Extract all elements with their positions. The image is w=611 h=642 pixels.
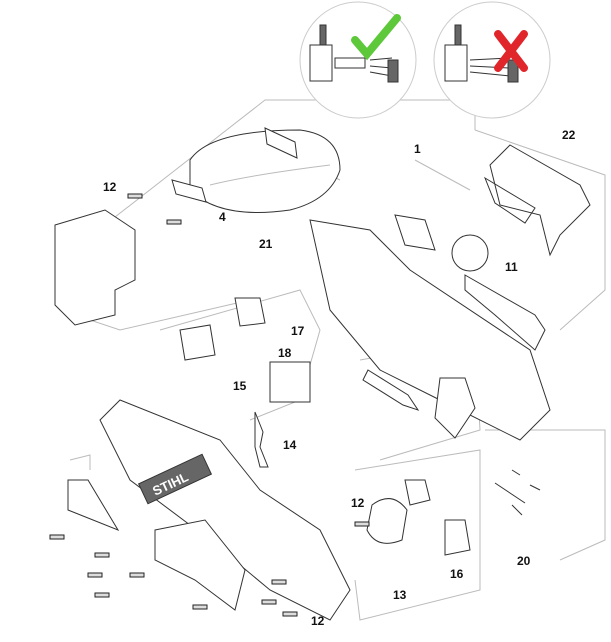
part-cover-21 — [189, 129, 341, 213]
label-16: 16 — [450, 567, 464, 581]
label-12-bottom: 12 — [311, 614, 325, 628]
label-4: 4 — [219, 210, 226, 224]
part-seal-top — [264, 127, 298, 159]
part-main-housing-1 — [309, 219, 551, 441]
part-seal-4 — [171, 179, 207, 203]
part-cover-22 — [483, 144, 591, 257]
part-bracket-15 — [179, 297, 266, 361]
label-21: 21 — [259, 237, 273, 251]
part-switch-18 — [269, 361, 311, 403]
part-cover-right-lower — [464, 274, 546, 351]
part-seal-right — [394, 214, 436, 251]
part-lower-cover — [154, 519, 246, 611]
part-spring-14 — [254, 411, 269, 468]
label-17: 17 — [291, 324, 305, 338]
label-15: 15 — [233, 379, 247, 393]
part-switch-16 — [444, 519, 471, 556]
part-disc-11 — [451, 234, 489, 272]
brand-badge — [137, 453, 213, 505]
part-housing-clip — [434, 377, 476, 439]
label-13: 13 — [393, 588, 407, 602]
label-20: 20 — [517, 554, 531, 568]
part-seal-lower-left — [67, 479, 120, 532]
correct-assembly-image — [299, 1, 417, 119]
checkmark-icon — [351, 14, 401, 61]
screws — [49, 193, 370, 617]
label-14: 14 — [283, 438, 297, 452]
cross-icon — [494, 30, 528, 72]
label-18: 18 — [278, 346, 292, 360]
wrong-assembly-image — [433, 1, 551, 119]
part-lower-housing — [99, 399, 351, 621]
label-22: 22 — [562, 128, 576, 142]
part-cap-13 — [366, 479, 431, 544]
label-12-mid: 12 — [351, 496, 365, 510]
part-lever — [362, 369, 420, 411]
part-housing-left — [54, 209, 136, 326]
label-11: 11 — [505, 260, 518, 274]
part-springs-20 — [494, 469, 541, 516]
label-1: 1 — [414, 142, 421, 156]
label-12-top: 12 — [103, 180, 117, 194]
